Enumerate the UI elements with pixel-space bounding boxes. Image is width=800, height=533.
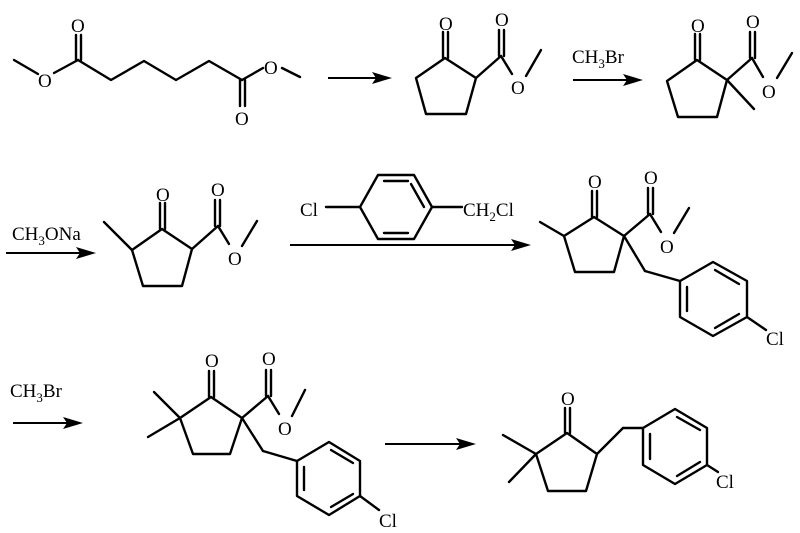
reagent-label: CH3Br: [10, 381, 63, 405]
atom-cl: Cl: [766, 329, 784, 350]
atom-o: O: [228, 249, 242, 270]
compound-benzyl-keto-ester: O O O Cl: [538, 168, 784, 350]
atom-o: O: [38, 71, 52, 92]
atom-o: O: [691, 16, 705, 37]
atom-o: O: [511, 78, 525, 99]
reagent-4-chlorobenzyl-chloride: Cl CH2Cl: [300, 173, 514, 241]
atom-o: O: [644, 168, 658, 189]
atom-o: O: [762, 82, 776, 103]
atom-cl: Cl: [716, 472, 734, 493]
atom-o: O: [660, 237, 674, 258]
reaction-arrow-ch3ona: CH3ONa: [6, 224, 96, 259]
reaction-arrow-benzyl-chloride: Cl CH2Cl: [290, 173, 531, 251]
compound-final-product: O Cl: [501, 389, 734, 493]
reaction-arrow: [385, 438, 476, 450]
atom-o: O: [439, 14, 453, 35]
reagent-label: CH3ONa: [12, 224, 81, 248]
atom-o: O: [495, 10, 509, 31]
atom-o: O: [205, 351, 219, 372]
compound-keto-ester: O O O: [414, 10, 543, 116]
reaction-arrow-ch3br-2: CH3Br: [10, 381, 83, 429]
atom-o: O: [211, 180, 225, 201]
reaction-arrow: [328, 72, 392, 84]
reagent-label: CH3Br: [572, 47, 625, 71]
compound-methyl-keto-ester: O O O: [665, 12, 794, 119]
atom-o: O: [746, 12, 760, 33]
compound-3-methyl-keto-ester: O O O: [102, 180, 259, 288]
atom-o: O: [235, 109, 249, 130]
atom-o: O: [278, 419, 292, 440]
ch2cl-label: CH2Cl: [463, 200, 514, 224]
atom-o: O: [156, 185, 170, 206]
reaction-arrow-ch3br: CH3Br: [572, 47, 643, 86]
compound-dimethyl-adipate: O O O O: [12, 16, 302, 130]
atom-o: O: [264, 58, 278, 79]
atom-o: O: [71, 16, 85, 37]
atom-o: O: [588, 172, 602, 193]
atom-cl: Cl: [379, 511, 397, 532]
compound-dimethyl-benzyl-keto-ester: O O O Cl: [146, 349, 397, 532]
atom-o: O: [262, 349, 276, 370]
atom-o: O: [561, 389, 575, 410]
atom-cl: Cl: [300, 200, 318, 221]
